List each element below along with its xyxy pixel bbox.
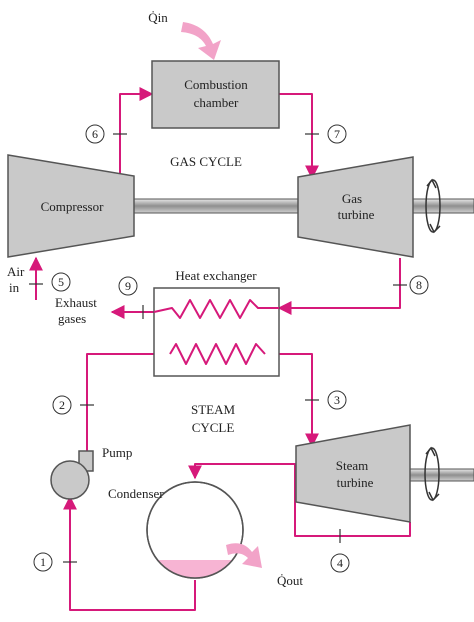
svg-text:9: 9 bbox=[125, 279, 131, 293]
state-5: 5 bbox=[51, 272, 71, 292]
pump bbox=[50, 460, 90, 500]
svg-text:7: 7 bbox=[334, 127, 340, 141]
pipe-8 bbox=[277, 258, 401, 315]
compressor bbox=[7, 154, 135, 258]
svg-text:4: 4 bbox=[337, 556, 343, 570]
steam-shaft-rotation-icon bbox=[424, 446, 440, 502]
pipe-1 bbox=[63, 495, 196, 611]
state-4: 4 bbox=[330, 553, 350, 573]
steam-cycle-label-2: CYCLE bbox=[192, 420, 235, 435]
steam-turbine-label-2: turbine bbox=[337, 475, 374, 490]
state-6: 6 bbox=[85, 124, 105, 144]
q-in-label: Q̇in bbox=[148, 10, 168, 25]
gas-cycle-label: GAS CYCLE bbox=[170, 154, 242, 169]
heat-exchanger-coil-steam bbox=[169, 343, 266, 365]
gas-turbine-label-1: Gas bbox=[342, 191, 362, 206]
air-label-1: Air bbox=[7, 264, 25, 279]
heat-exchanger bbox=[153, 287, 280, 377]
pump-label: Pump bbox=[102, 445, 132, 460]
combustion-chamber bbox=[151, 60, 280, 129]
heat-exchanger-coil-gas bbox=[153, 299, 279, 319]
steam-turbine-label-1: Steam bbox=[336, 458, 369, 473]
exhaust-label-1: Exhaust bbox=[55, 295, 97, 310]
svg-text:8: 8 bbox=[416, 278, 422, 292]
pipe-4 bbox=[188, 463, 411, 537]
gas-turbine bbox=[297, 156, 414, 258]
pipe-2 bbox=[86, 353, 170, 452]
condenser-label: Condenser bbox=[108, 486, 164, 501]
state-7: 7 bbox=[327, 124, 347, 144]
state-2: 2 bbox=[52, 395, 72, 415]
state-1: 1 bbox=[33, 552, 53, 572]
pipe-7 bbox=[279, 93, 319, 180]
svg-text:2: 2 bbox=[59, 398, 65, 412]
svg-text:3: 3 bbox=[334, 393, 340, 407]
steam-shaft bbox=[409, 468, 474, 482]
air-label-2: in bbox=[9, 280, 20, 295]
q-in-arrow bbox=[181, 22, 221, 60]
heat-exchanger-label: Heat exchanger bbox=[175, 268, 257, 283]
pipe-ticks bbox=[29, 133, 407, 563]
steam-cycle-label-1: STEAM bbox=[191, 402, 236, 417]
q-out-arrow bbox=[226, 543, 262, 568]
svg-text:5: 5 bbox=[58, 275, 64, 289]
compressor-label: Compressor bbox=[41, 199, 105, 214]
q-out-label: Q̇out bbox=[277, 573, 303, 588]
exhaust-label-2: gases bbox=[58, 311, 86, 326]
state-9: 9 bbox=[118, 276, 138, 296]
state-8: 8 bbox=[409, 275, 429, 295]
pipe-6 bbox=[119, 87, 154, 174]
combustion-label-1: Combustion bbox=[184, 77, 248, 92]
gas-turbine-label-2: turbine bbox=[338, 207, 375, 222]
state-3: 3 bbox=[327, 390, 347, 410]
gas-shaft-rotation-icon bbox=[425, 178, 441, 234]
combustion-label-2: chamber bbox=[194, 95, 239, 110]
svg-text:6: 6 bbox=[92, 127, 98, 141]
steam-turbine bbox=[295, 424, 411, 523]
svg-text:1: 1 bbox=[40, 555, 46, 569]
pipe-3 bbox=[265, 353, 319, 448]
